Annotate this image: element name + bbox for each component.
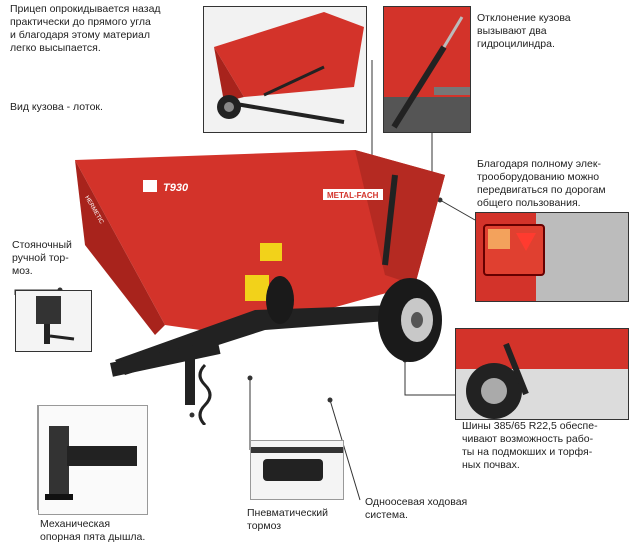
model-label: T930 xyxy=(163,182,189,194)
brand-label: METAL-FACH xyxy=(327,191,379,200)
caption-body-type: Вид кузова - лоток. xyxy=(10,101,103,113)
brand-plate xyxy=(323,189,383,200)
drawbar xyxy=(110,340,221,377)
caption-parking-brake: Стояночный ручной тор- моз. xyxy=(12,239,72,277)
caption-road: Благодаря полному элек- трооборудованию … xyxy=(477,158,606,209)
air-hose xyxy=(198,363,212,425)
caption-axle: Одноосевая ходовая система. xyxy=(365,496,468,521)
brand-logo-box xyxy=(143,180,157,192)
photo-tires xyxy=(455,328,629,420)
photo-tipped-trailer xyxy=(203,6,367,133)
photo-jack xyxy=(38,405,148,515)
wheel-rear xyxy=(266,276,294,324)
hydraulic-cylinder xyxy=(382,174,398,266)
caption-tires: Шины 385/65 R22,5 обеспе- чивают возможн… xyxy=(462,420,598,471)
frame xyxy=(115,305,400,375)
jack xyxy=(185,355,195,405)
caption-jack: Механическая опорная пята дышла. xyxy=(40,518,146,543)
photo-pneumatic-brake xyxy=(250,440,344,500)
trailer-main-image: T930 METAL-FACH HERMETIC xyxy=(75,150,445,425)
warning-sticker-2 xyxy=(245,275,269,301)
photo-hydraulic-cylinders xyxy=(383,6,471,133)
caption-tip-back: Прицеп опрокидывается назад практически … xyxy=(10,3,161,54)
photo-parking-brake xyxy=(15,290,92,352)
caption-pneumatic-brake: Пневматический тормоз xyxy=(247,507,329,532)
warning-sticker xyxy=(260,243,282,261)
photo-rear-light xyxy=(475,212,629,302)
caption-tilt: Отклонение кузова вызывают два гидроцили… xyxy=(477,12,571,50)
